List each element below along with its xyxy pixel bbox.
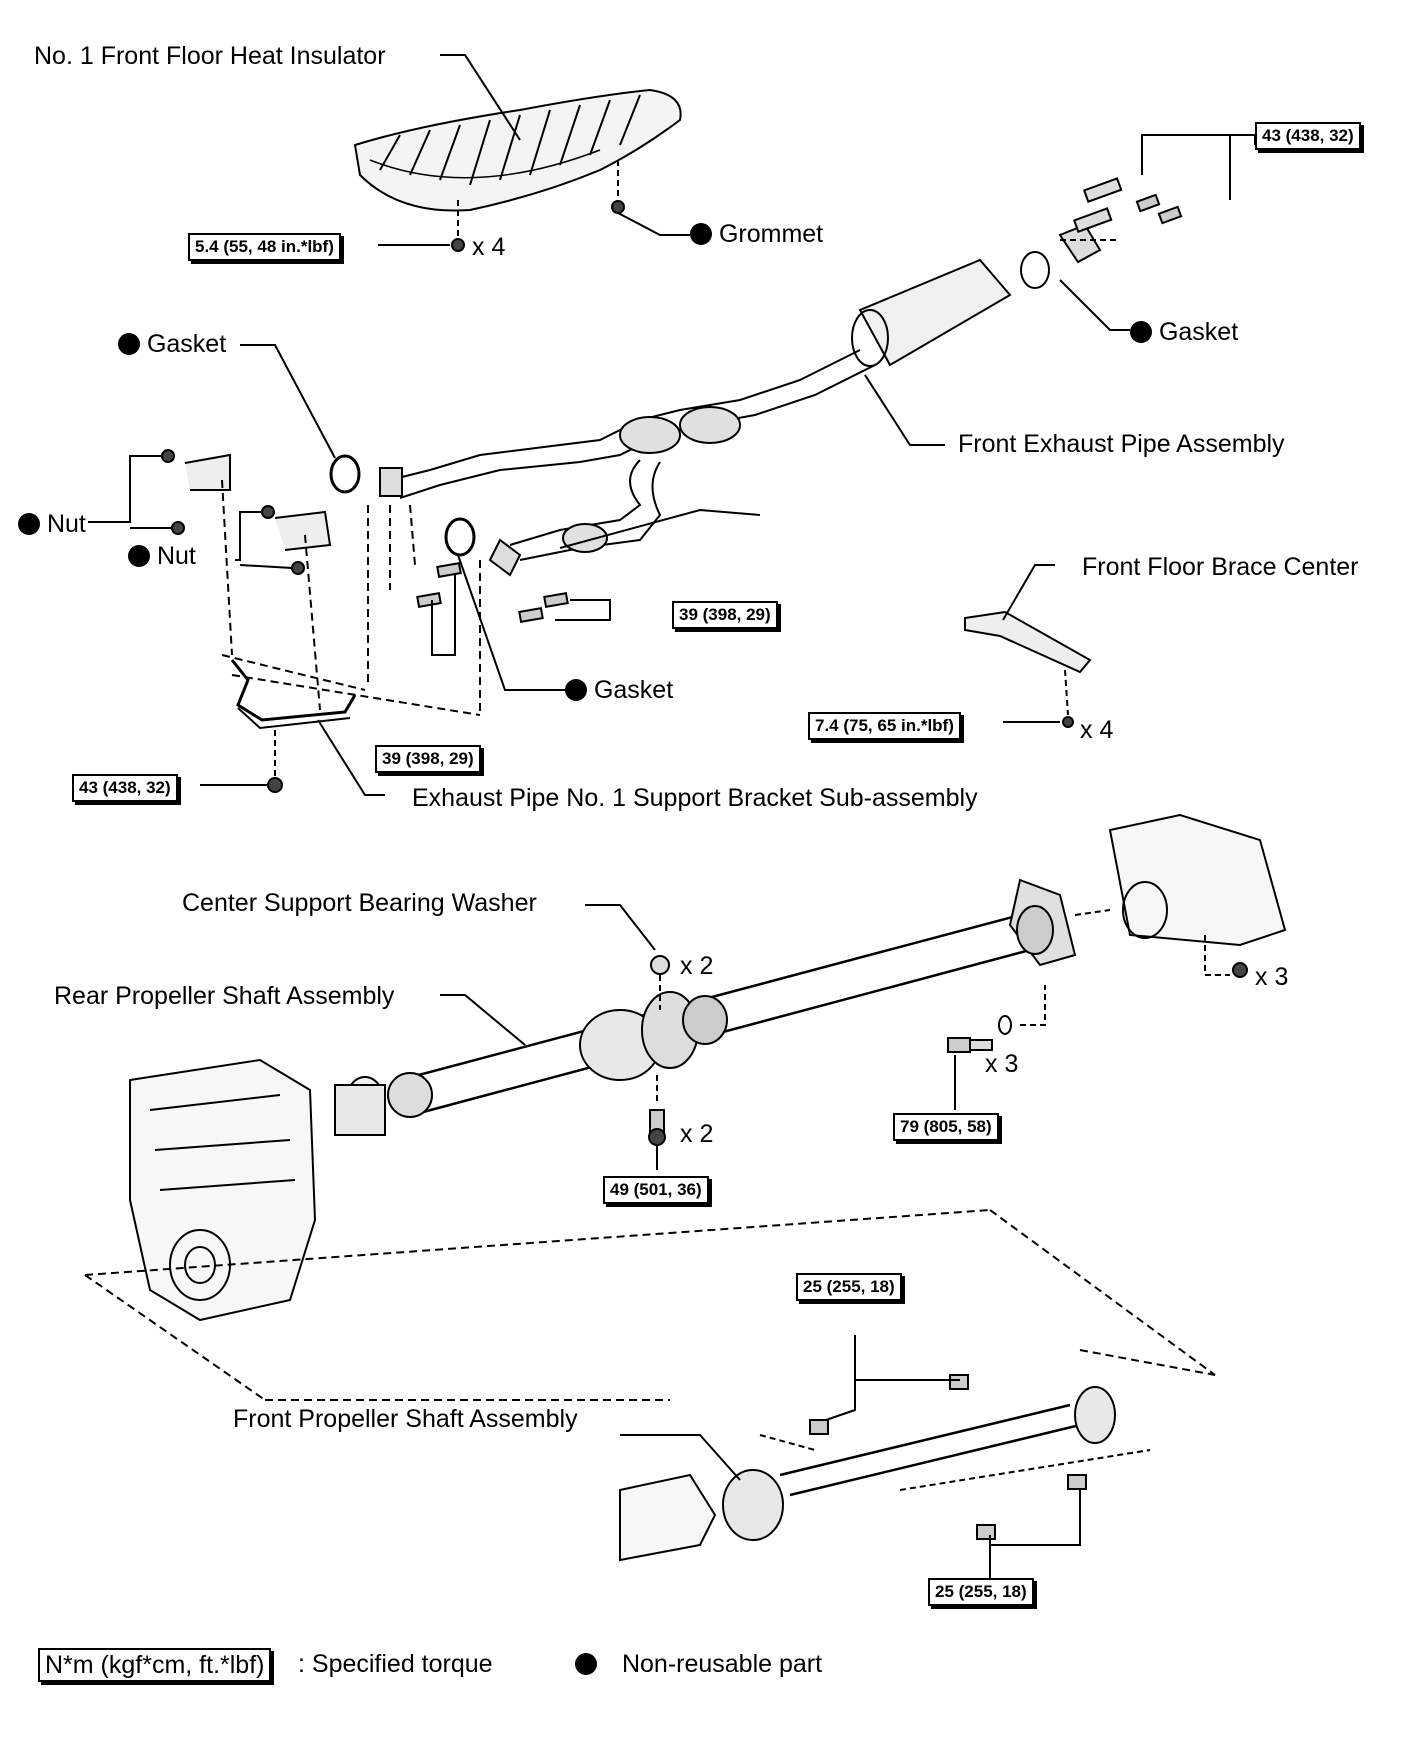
nut-text: Nut <box>46 510 86 538</box>
nonreusable-dot-icon <box>118 333 140 355</box>
grommet-label: Grommet <box>690 220 823 248</box>
legend-torque-text: : Specified torque <box>298 1650 493 1678</box>
differential-part <box>1108 813 1287 947</box>
legend-nonreusable: Non-reusable part <box>575 1650 822 1678</box>
bracket-bottom-torque: 43 (438, 32) <box>72 774 178 802</box>
gasket-text: Gasket <box>593 676 674 704</box>
rear-flange-part <box>1020 177 1183 289</box>
bracket-bolts-torque: 39 (398, 29) <box>375 745 481 773</box>
gasket-text: Gasket <box>1158 318 1239 346</box>
heat-insulator-label: No. 1 Front Floor Heat Insulator <box>34 42 386 70</box>
front-exhaust-pipe-label: Front Exhaust Pipe Assembly <box>958 430 1285 458</box>
diff-nut-multiplier: x 3 <box>1255 963 1289 991</box>
brace-bolt-multiplier: x 4 <box>1080 716 1114 744</box>
bearing-bolt-multiplier: x 2 <box>680 1120 714 1148</box>
gasket-label-center: Gasket <box>565 676 673 704</box>
front-propeller-shaft-part <box>722 1386 1116 1541</box>
legend-nonreusable-text: Non-reusable part <box>621 1650 823 1678</box>
nonreusable-dot-icon <box>575 1653 597 1675</box>
front-shaft-label: Front Propeller Shaft Assembly <box>233 1405 578 1433</box>
flange-bolt-torque: 79 (805, 58) <box>893 1113 999 1141</box>
nonreusable-dot-icon <box>1130 321 1152 343</box>
front-shaft-lower-torque: 25 (255, 18) <box>928 1578 1034 1606</box>
nut-text: Nut <box>156 542 196 570</box>
insulator-nut-torque: 5.4 (55, 48 in.*lbf) <box>188 233 341 261</box>
brace-center-part <box>964 610 1092 674</box>
cat-bolts-torque: 39 (398, 29) <box>672 601 778 629</box>
bearing-bolt-torque: 49 (501, 36) <box>603 1176 709 1204</box>
front-exhaust-pipe-part <box>389 258 1012 561</box>
legend-torque-box: N*m (kgf*cm, ft.*lbf) <box>38 1648 272 1682</box>
nonreusable-dot-icon <box>690 223 712 245</box>
rear-shaft-label: Rear Propeller Shaft Assembly <box>54 982 395 1010</box>
brace-center-label: Front Floor Brace Center <box>1082 553 1359 581</box>
bearing-washer-multiplier: x 2 <box>680 952 714 980</box>
gasket-label-right: Gasket <box>1130 318 1238 346</box>
heat-insulator-part <box>353 88 682 212</box>
transfer-case-part <box>129 1058 317 1322</box>
gasket-text: Gasket <box>146 330 227 358</box>
front-shaft-upper-torque: 25 (255, 18) <box>796 1273 902 1301</box>
gasket-label-left: Gasket <box>118 330 226 358</box>
rear-propeller-shaft-part <box>334 878 1077 1136</box>
top-bolts-torque: 43 (438, 32) <box>1255 122 1361 150</box>
grommet-text: Grommet <box>718 220 824 248</box>
support-bracket-part <box>230 659 357 730</box>
support-bracket-label: Exhaust Pipe No. 1 Support Bracket Sub-a… <box>412 784 978 812</box>
nonreusable-dot-icon <box>18 513 40 535</box>
nonreusable-dot-icon <box>565 679 587 701</box>
nonreusable-dot-icon <box>128 545 150 567</box>
insulator-nut-multiplier: x 4 <box>472 233 506 261</box>
flange-bolt-multiplier: x 3 <box>985 1050 1019 1078</box>
nut-label-upper: Nut <box>18 510 86 538</box>
bearing-washer-label: Center Support Bearing Washer <box>182 889 537 917</box>
nut-label-lower: Nut <box>128 542 196 570</box>
front-gearbox-part <box>619 1473 717 1562</box>
brace-bolt-torque: 7.4 (75, 65 in.*lbf) <box>808 712 961 740</box>
